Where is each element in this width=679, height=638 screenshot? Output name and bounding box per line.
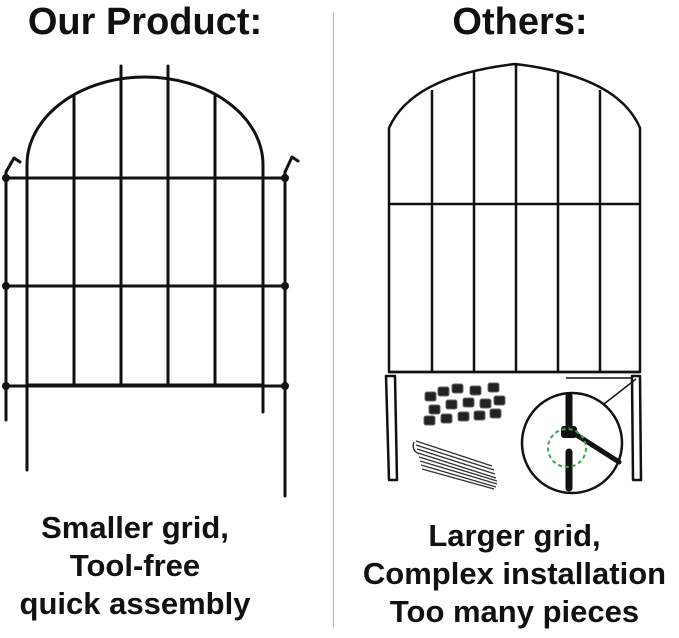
our-product-caption: Smaller grid, Tool-free quick assembly bbox=[0, 509, 270, 623]
caption-line: Larger grid, bbox=[428, 518, 601, 553]
caption-line: Tool-free bbox=[69, 548, 201, 583]
left-fence-stakes bbox=[4, 155, 300, 498]
caption-line: Complex installation bbox=[362, 556, 667, 591]
caption-line: Too many pieces bbox=[389, 594, 640, 629]
our-product-title: Our Product: bbox=[27, 1, 263, 43]
caption-line: quick assembly bbox=[19, 586, 251, 621]
others-caption: Larger grid, Complex installation Too ma… bbox=[350, 517, 679, 631]
left-fence-rail-knobs bbox=[2, 174, 289, 390]
panel-divider bbox=[333, 12, 334, 627]
our-product-fence-image bbox=[2, 64, 300, 498]
left-fence-pickets bbox=[72, 64, 217, 387]
connector-clips-image bbox=[423, 382, 506, 426]
installation-detail-image bbox=[520, 378, 637, 495]
right-fence-arch bbox=[387, 62, 642, 374]
others-fence-image bbox=[384, 62, 643, 482]
left-fence-rails bbox=[4, 176, 287, 388]
zip-ties-image bbox=[412, 440, 498, 490]
right-fence-stakes bbox=[384, 374, 643, 482]
others-title: Others: bbox=[452, 1, 588, 43]
left-fence-arch bbox=[25, 75, 265, 387]
caption-line: Smaller grid, bbox=[41, 510, 229, 545]
right-fence-pickets bbox=[430, 64, 602, 372]
